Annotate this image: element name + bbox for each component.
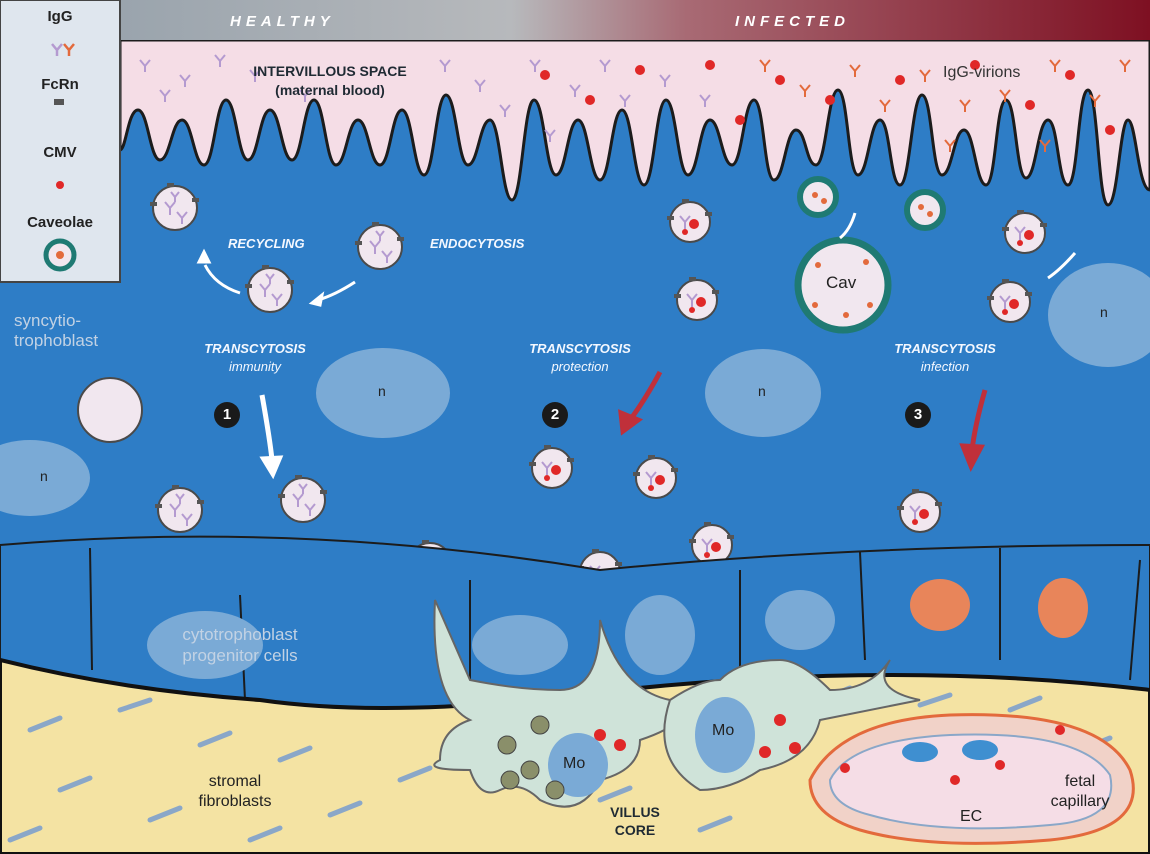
villus-core-label-1: VILLUS (595, 804, 675, 820)
igg-virions-label: IgG-virions (943, 64, 1020, 82)
pathway-1-number: 1 (214, 402, 240, 428)
villus-core-label-2: CORE (595, 822, 675, 838)
pathway-3-subtitle: infection (860, 360, 1030, 375)
pathway-1-title: TRANSCYTOSIS (170, 342, 340, 357)
nucleus-label: n (378, 383, 386, 399)
macrophage-label: Mo (712, 722, 734, 740)
recycling-label: RECYCLING (228, 237, 305, 252)
pathway-1-subtitle: immunity (170, 360, 340, 375)
nucleus-label: n (1100, 304, 1108, 320)
endocytosis-label: ENDOCYTOSIS (430, 237, 524, 252)
ec-label: EC (960, 808, 982, 826)
legend-igg-label: IgG (20, 8, 100, 25)
syncytio-label-2: trophoblast (14, 331, 98, 351)
intervillous-space-label: INTERVILLOUS SPACE (225, 63, 435, 79)
fetal-label-1: fetal (1040, 773, 1120, 791)
healthy-header: HEALTHY (230, 13, 335, 30)
maternal-blood-label: (maternal blood) (245, 82, 415, 98)
nucleus-label: n (40, 468, 48, 484)
fetal-label-2: capillary (1030, 793, 1130, 811)
legend-fcrn-label: FcRn (20, 76, 100, 93)
cytotrophoblast-label-1: cytotrophoblast (140, 625, 340, 645)
stromal-label-2: fibroblasts (180, 793, 290, 811)
nucleus-label: n (758, 383, 766, 399)
legend-caveolae-label: Caveolae (20, 214, 100, 231)
pathway-3-number: 3 (905, 402, 931, 428)
infected-header: INFECTED (735, 13, 850, 30)
pathway-2-subtitle: protection (495, 360, 665, 375)
cytotrophoblast-label-2: progenitor cells (140, 646, 340, 666)
pathway-2-number: 2 (542, 402, 568, 428)
cav-label: Cav (826, 273, 856, 293)
pathway-3-title: TRANSCYTOSIS (860, 342, 1030, 357)
stromal-label-1: stromal (180, 773, 290, 791)
macrophage-label: Mo (563, 755, 585, 773)
pathway-2-title: TRANSCYTOSIS (495, 342, 665, 357)
legend-cmv-label: CMV (20, 144, 100, 161)
syncytio-label-1: syncytio- (14, 311, 81, 331)
